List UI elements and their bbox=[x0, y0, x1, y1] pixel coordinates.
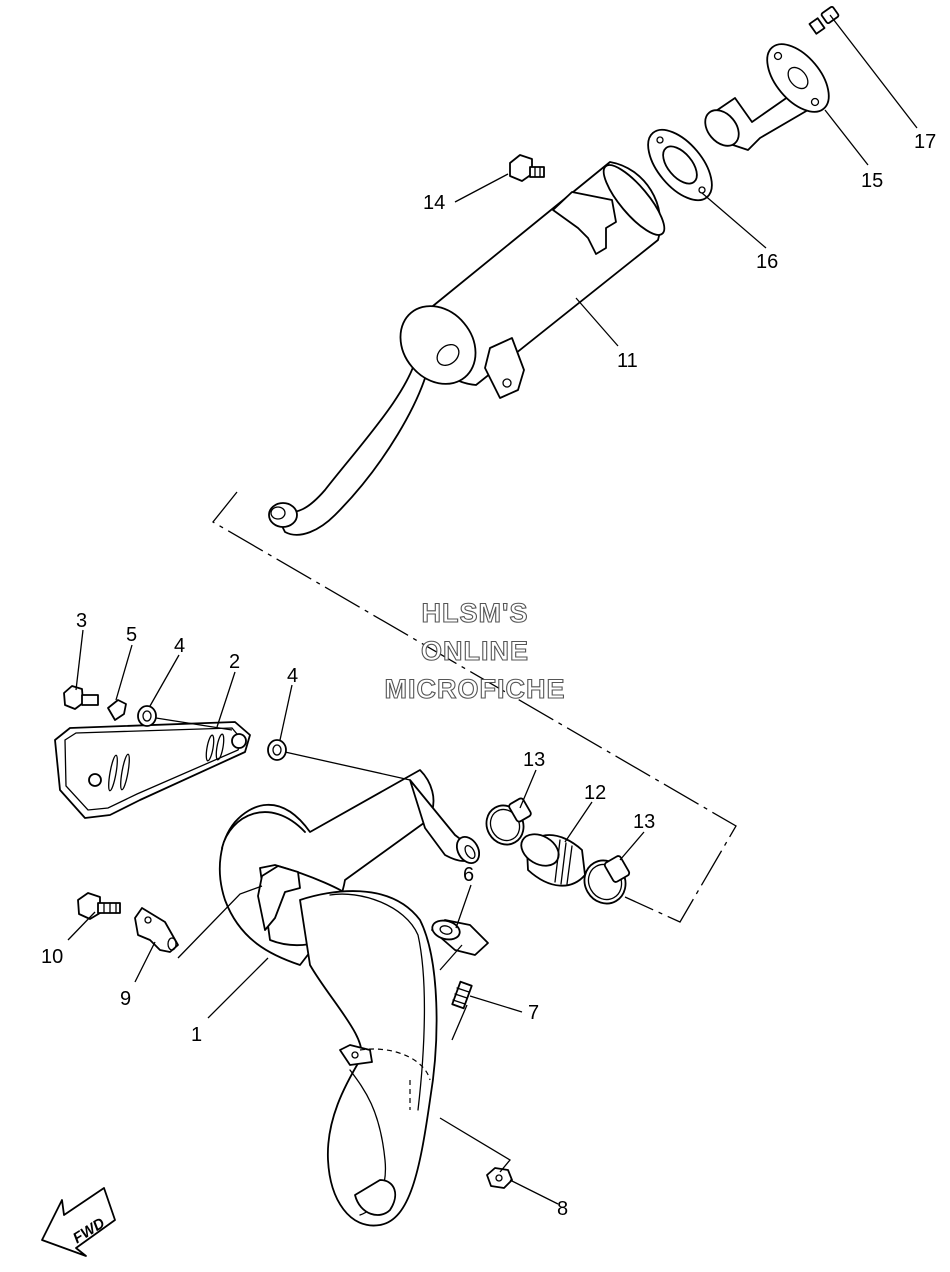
callout-13-upper: 13 bbox=[523, 749, 545, 771]
watermark-line-2: ONLINE bbox=[421, 636, 529, 666]
callout-3: 3 bbox=[76, 610, 87, 632]
clamp-13-lower bbox=[583, 855, 631, 905]
callout-15: 15 bbox=[861, 170, 883, 192]
tail-pipe-15 bbox=[704, 43, 830, 151]
fwd-direction-arrow: FWD bbox=[41, 1187, 116, 1257]
watermark-line-3: MICROFICHE bbox=[385, 674, 566, 704]
bracket-9 bbox=[134, 907, 179, 953]
watermark: HLSM'S ONLINE MICROFICHE bbox=[384, 597, 566, 704]
callout-1: 1 bbox=[191, 1024, 202, 1046]
callout-9: 9 bbox=[120, 988, 131, 1010]
callout-4-left: 4 bbox=[174, 635, 185, 657]
damper-6 bbox=[431, 919, 489, 956]
callout-2: 2 bbox=[229, 651, 240, 673]
bolt-10 bbox=[77, 892, 121, 920]
callout-11: 11 bbox=[617, 350, 638, 372]
callout-14: 14 bbox=[423, 192, 445, 214]
bolt-14 bbox=[509, 154, 545, 182]
stud-7 bbox=[451, 980, 473, 1010]
callout-10: 10 bbox=[41, 946, 63, 968]
leader-lines bbox=[67, 14, 918, 1205]
callout-17: 17 bbox=[914, 131, 936, 153]
clamp-13-upper bbox=[485, 797, 532, 846]
callout-5: 5 bbox=[126, 624, 137, 646]
washer-4-right bbox=[267, 739, 287, 761]
bolt-17 bbox=[808, 5, 840, 35]
callout-6: 6 bbox=[463, 864, 474, 886]
joint-12 bbox=[520, 833, 586, 887]
callout-16: 16 bbox=[756, 251, 778, 273]
bolt-3 bbox=[63, 685, 99, 710]
callout-8: 8 bbox=[557, 1198, 568, 1220]
silencer-11 bbox=[268, 161, 666, 536]
callout-12: 12 bbox=[584, 782, 606, 804]
watermark-line-1: HLSM'S bbox=[422, 598, 529, 628]
nut-8 bbox=[486, 1167, 513, 1189]
callout-4-right: 4 bbox=[287, 665, 298, 687]
callout-13-lower: 13 bbox=[633, 811, 655, 833]
exhaust-chamber-1 bbox=[218, 769, 481, 1227]
callout-7: 7 bbox=[528, 1002, 539, 1024]
clip-5 bbox=[107, 699, 127, 721]
assembly-guide-line bbox=[212, 491, 737, 923]
callouts: 1 2 3 4 4 5 6 7 8 9 10 11 12 13 13 14 15… bbox=[41, 131, 936, 1220]
washer-4-left bbox=[137, 705, 157, 727]
protector-2 bbox=[54, 721, 251, 819]
